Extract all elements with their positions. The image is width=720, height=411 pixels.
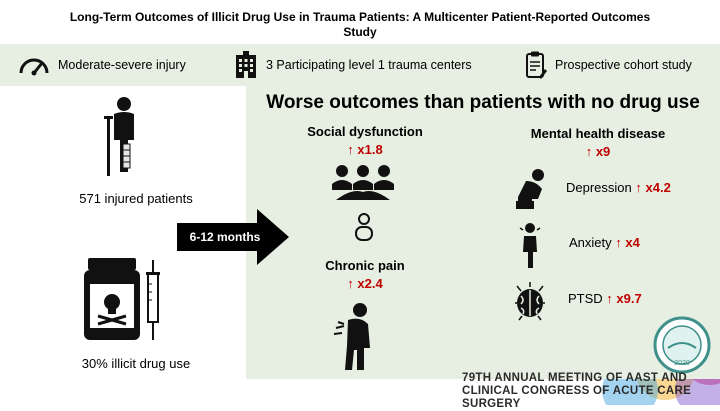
depression-label: Depression (566, 180, 632, 195)
depressed-person-icon (516, 169, 544, 209)
ptsd-label: PTSD (568, 291, 603, 306)
person-outline-icon (355, 213, 373, 241)
social-dysfunction-label: Social dysfunction (307, 124, 423, 139)
depression-stat: ↑ x4.2 (635, 180, 670, 195)
up-arrow-icon: ↑ (635, 180, 642, 195)
timeline-arrow (177, 209, 289, 265)
social-dysfunction-stat: ↑ x1.8 (290, 142, 440, 157)
chronic-pain-value: x2.4 (357, 276, 383, 291)
banner-item-centers: 3 Participating level 1 trauma centers (234, 44, 472, 86)
banner-item-injury: Moderate-severe injury (18, 44, 186, 86)
anxious-person-icon (519, 223, 541, 268)
speedometer-icon (19, 58, 49, 76)
social-dysfunction-value: x1.8 (357, 142, 383, 157)
banner-label-injury: Moderate-severe injury (58, 58, 186, 72)
anxiety-row: Anxiety ↑ x4 (569, 235, 640, 250)
aast-meeting-seal-icon (653, 316, 711, 374)
banner-label-centers: 3 Participating level 1 trauma centers (266, 58, 472, 72)
ptsd-stat: ↑ x9.7 (606, 291, 641, 306)
up-arrow-icon: ↑ (615, 235, 622, 250)
banner-item-design: Prospective cohort study (525, 44, 692, 86)
anxiety-value: x4 (625, 235, 640, 250)
back-pain-person-icon (333, 303, 370, 370)
injured-patient-crutch-icon (104, 97, 134, 176)
study-banner: Moderate-severe injury 3 Participating l… (0, 44, 720, 86)
up-arrow-icon: ↑ (606, 291, 613, 306)
up-arrow-icon: ↑ (347, 142, 354, 157)
mental-health-stat: ↑ x9 (508, 144, 688, 159)
ptsd-row: PTSD ↑ x9.7 (568, 291, 642, 306)
page-title: Long-Term Outcomes of Illicit Drug Use i… (69, 10, 651, 39)
drug-use-label: 30% illicit drug use (81, 356, 191, 371)
mental-health-value: x9 (595, 144, 611, 159)
outcomes-headline: Worse outcomes than patients with no dru… (266, 92, 700, 113)
up-arrow-icon: ↑ (585, 144, 593, 159)
anxiety-label: Anxiety (569, 235, 612, 250)
patients-count-label: 571 injured patients (79, 191, 193, 206)
depression-value: x4.2 (645, 180, 671, 195)
banner-label-design: Prospective cohort study (555, 58, 692, 72)
footer-line-2: CLINICAL CONGRESS OF ACUTE CARE SURGERY (462, 385, 692, 410)
seal-year: 2020 (674, 360, 690, 367)
outcomes-panel (246, 86, 720, 379)
chronic-pain-label: Chronic pain (325, 258, 405, 273)
brain-icon (515, 282, 545, 321)
hospital-building-icon (236, 51, 256, 78)
chronic-pain-stat: ↑ x2.4 (290, 276, 440, 291)
depression-row: Depression ↑ x4.2 (566, 180, 671, 195)
up-arrow-icon: ↑ (347, 276, 354, 291)
timeline-label: 6-12 months (189, 230, 261, 244)
meeting-footer: 79TH ANNUAL MEETING OF AAST AND CLINICAL… (462, 372, 720, 411)
anxiety-stat: ↑ x4 (615, 235, 640, 250)
drug-bottle-syringe-icon (84, 258, 160, 340)
mental-health-label: Mental health disease (530, 126, 666, 141)
group-people-icon (332, 165, 394, 200)
clipboard-pencil-icon (526, 51, 547, 79)
ptsd-value: x9.7 (616, 291, 642, 306)
footer-line-1: 79TH ANNUAL MEETING OF AAST AND (462, 372, 688, 384)
